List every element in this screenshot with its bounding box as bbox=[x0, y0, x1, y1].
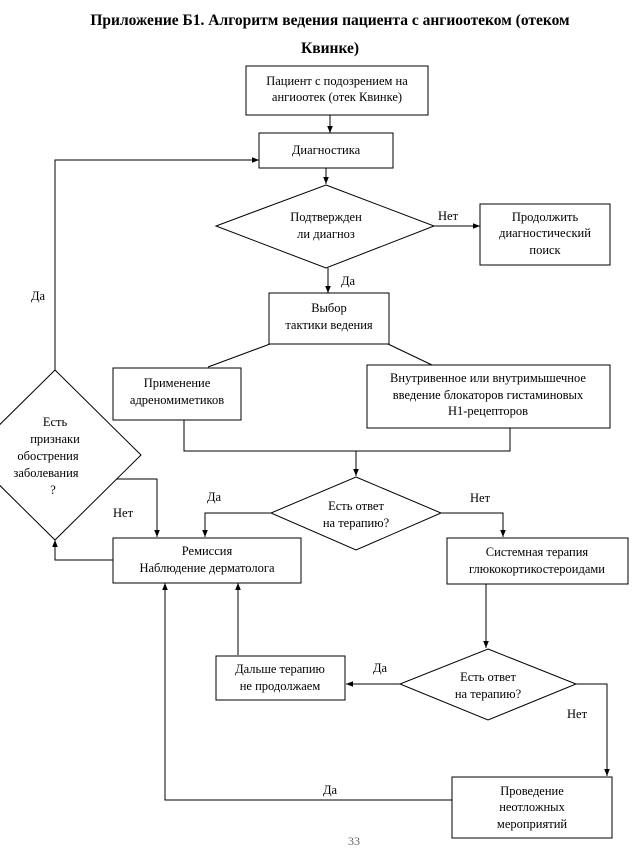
node-stop-therapy-line: не продолжаем bbox=[240, 679, 321, 693]
node-exacerbation-line: ? bbox=[50, 483, 56, 497]
node-adrenomimetics: Применение адреномиметиков bbox=[112, 367, 242, 421]
label-exacerbation-no: Нет bbox=[113, 506, 134, 520]
node-exacerbation: Есть признаки обострения заболевания ? bbox=[0, 369, 142, 541]
node-exacerbation-line: обострения bbox=[17, 449, 79, 463]
node-adrenomimetics-line: Применение bbox=[144, 376, 211, 390]
label-response2-no: Нет bbox=[567, 707, 588, 721]
label-response1-no: Нет bbox=[470, 491, 491, 505]
edge-labels: Нет Да Да Нет Да Нет Да Нет Да bbox=[31, 209, 588, 797]
node-confirmed-line: ли диагноз bbox=[297, 227, 355, 241]
node-response2-line: на терапию? bbox=[455, 687, 522, 701]
node-continue-search-line: диагностический bbox=[499, 226, 591, 240]
edge-exacerbation-no bbox=[113, 478, 160, 537]
label-exacerbation-yes: Да bbox=[31, 289, 46, 303]
label-confirmed-no: Нет bbox=[438, 209, 459, 223]
node-remission-line: Ремиссия bbox=[182, 544, 233, 558]
edge-merge bbox=[183, 420, 511, 452]
node-response1: Есть ответ на терапию? bbox=[269, 476, 443, 551]
node-systemic-gcs: Системная терапия глюкокортикостероидами bbox=[446, 537, 629, 585]
edge-tactics-to-h1 bbox=[387, 343, 433, 366]
node-response2-line: Есть ответ bbox=[460, 670, 516, 684]
node-emergency-line: Проведение bbox=[500, 784, 564, 798]
node-continue-search: Продолжить диагностический поиск bbox=[479, 203, 611, 266]
node-h1-blockers-line: введение блокаторов гистаминовых bbox=[393, 388, 584, 402]
node-suspect-line: ангиоотек (отек Квинке) bbox=[272, 90, 402, 104]
node-suspect: Пациент с подозрением на ангиоотек (отек… bbox=[245, 65, 429, 116]
edge-response1-no bbox=[439, 512, 506, 537]
node-response1-line: Есть ответ bbox=[328, 499, 384, 513]
connectors bbox=[52, 115, 610, 801]
node-response1-line: на терапию? bbox=[323, 516, 390, 530]
node-remission-line: Наблюдение дерматолога bbox=[139, 561, 275, 575]
edge-remission-to-exacerbation bbox=[52, 540, 113, 561]
node-tactics-line: тактики ведения bbox=[285, 318, 373, 332]
node-adrenomimetics-line: адреномиметиков bbox=[130, 393, 224, 407]
node-continue-search-line: поиск bbox=[529, 243, 561, 257]
node-h1-blockers-line: Внутривенное или внутримышечное bbox=[390, 371, 586, 385]
node-suspect-line: Пациент с подозрением на bbox=[266, 74, 408, 88]
node-emergency: Проведение неотложных мероприятий bbox=[451, 776, 613, 839]
page-title-line-2: Квинке) bbox=[300, 40, 360, 57]
edge-tactics-to-adrenomimetics bbox=[207, 343, 271, 368]
node-remission: Ремиссия Наблюдение дерматолога bbox=[112, 537, 302, 584]
node-systemic-gcs-line: Системная терапия bbox=[486, 545, 589, 559]
page-title-line-1: Приложение Б1. Алгоритм ведения пациента… bbox=[90, 12, 570, 29]
node-tactics: Выбор тактики ведения bbox=[268, 292, 390, 345]
page-number: 33 bbox=[348, 834, 360, 848]
node-stop-therapy: Дальше терапию не продолжаем bbox=[215, 655, 346, 701]
label-response2-yes: Да bbox=[373, 661, 388, 675]
node-exacerbation-line: признаки bbox=[30, 432, 80, 446]
node-emergency-line: мероприятий bbox=[497, 817, 567, 831]
node-stop-therapy-line: Дальше терапию bbox=[235, 662, 325, 676]
node-exacerbation-line: заболевания bbox=[13, 466, 78, 480]
edge-exacerbation-yes bbox=[54, 157, 259, 370]
node-confirmed: Подтвержден ли диагноз bbox=[214, 184, 436, 269]
node-h1-blockers: Внутривенное или внутримышечное введение… bbox=[366, 364, 611, 429]
node-systemic-gcs-line: глюкокортикостероидами bbox=[469, 562, 605, 576]
node-confirmed-line: Подтвержден bbox=[290, 210, 362, 224]
node-emergency-line: неотложных bbox=[499, 800, 565, 814]
edge-emergency-yes bbox=[162, 583, 452, 801]
node-response2: Есть ответ на терапию? bbox=[398, 648, 578, 721]
label-confirmed-yes: Да bbox=[341, 274, 356, 288]
label-emergency-yes: Да bbox=[323, 783, 338, 797]
label-response1-yes: Да bbox=[207, 490, 222, 504]
node-diagnostics-line: Диагностика bbox=[292, 143, 361, 157]
node-continue-search-line: Продолжить bbox=[512, 210, 579, 224]
node-exacerbation-line: Есть bbox=[43, 415, 68, 429]
edge-response1-yes bbox=[202, 512, 273, 537]
node-tactics-line: Выбор bbox=[311, 301, 347, 315]
node-diagnostics: Диагностика bbox=[258, 132, 394, 169]
edge-response2-no bbox=[575, 683, 610, 776]
node-h1-blockers-line: H1-рецепторов bbox=[448, 404, 528, 418]
